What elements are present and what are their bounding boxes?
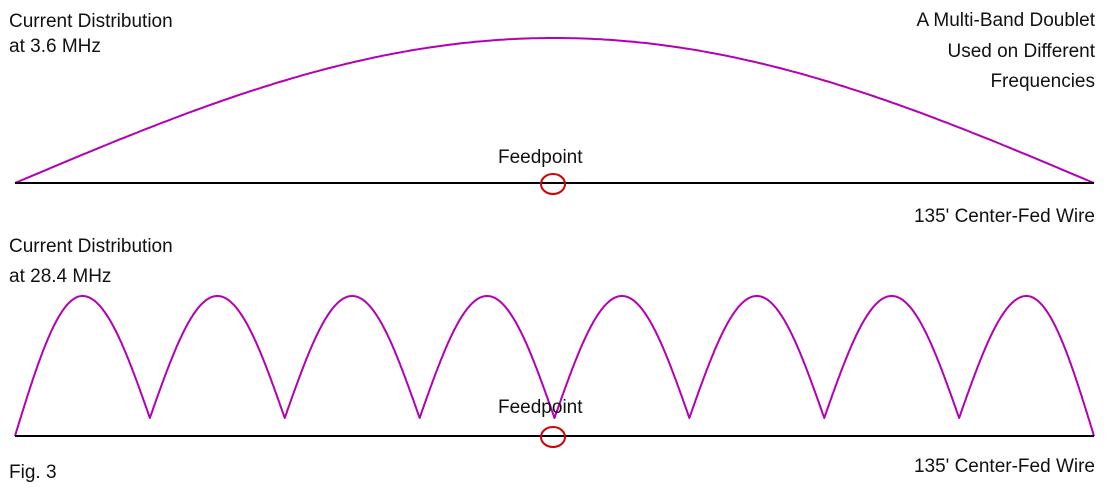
bottom-wire-label: 135' Center-Fed Wire: [913, 456, 1095, 477]
bottom-current-label-line1: Current Distribution: [9, 236, 173, 257]
title-line-2: Used on Different: [947, 41, 1095, 62]
bottom-feedpoint-label: Feedpoint: [498, 397, 583, 418]
bottom-frequency-label: at 28.4 MHz: [9, 266, 112, 287]
top-feedpoint-marker: [540, 173, 566, 195]
top-frequency-label: at 3.6 MHz: [9, 36, 101, 57]
bottom-current-curve: [14, 295, 1095, 437]
title-line-1: A Multi-Band Doublet: [916, 10, 1096, 31]
title-line-3: Frequencies: [990, 71, 1095, 92]
top-feedpoint-label: Feedpoint: [498, 147, 583, 168]
top-current-curve: [14, 37, 1095, 184]
top-current-label-line1: Current Distribution: [9, 11, 173, 32]
top-wire-label: 135' Center-Fed Wire: [913, 206, 1095, 227]
figure-caption: Fig. 3: [9, 462, 57, 483]
bottom-feedpoint-marker: [540, 426, 566, 448]
